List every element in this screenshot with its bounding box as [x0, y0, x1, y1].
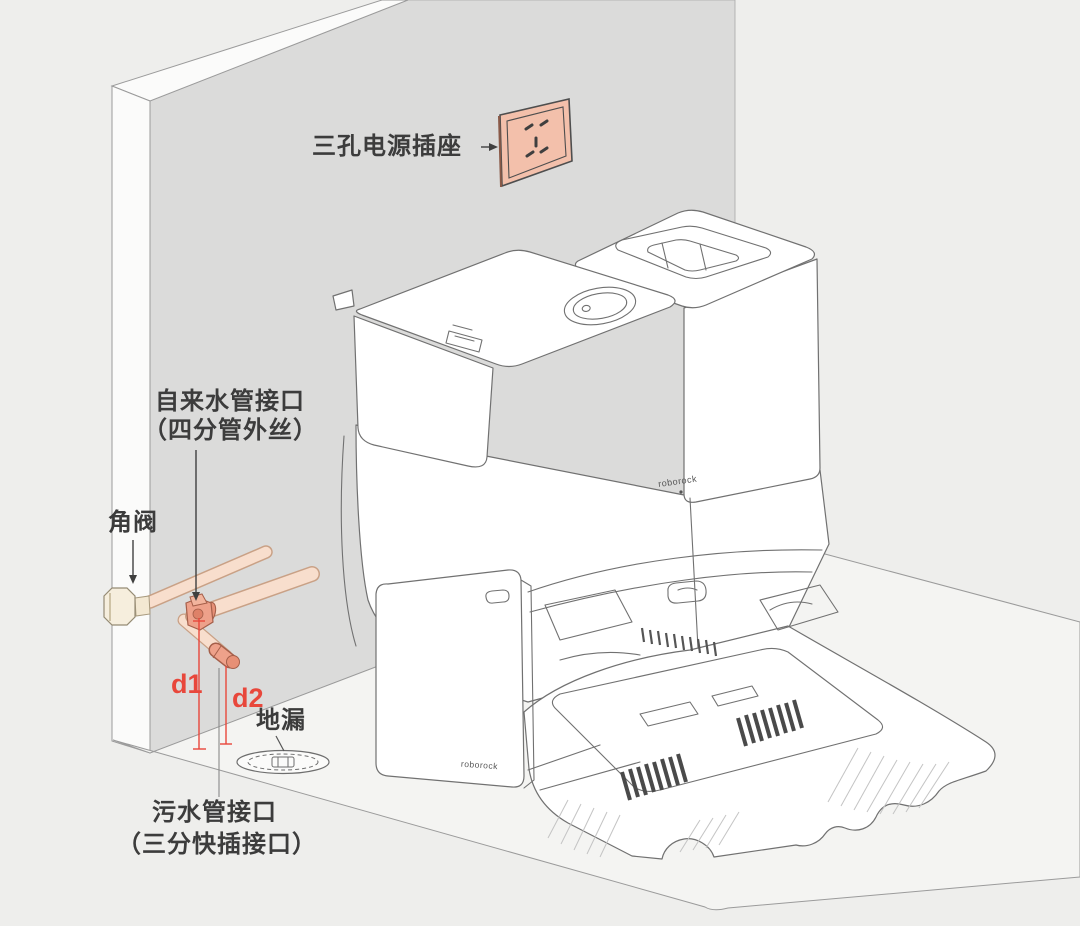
dock-illustration: roborock	[332, 209, 996, 860]
sewage-fitting	[208, 642, 240, 669]
socket-arrowhead-icon	[489, 143, 498, 151]
power-socket	[498, 98, 573, 188]
tread-strip-lower	[620, 753, 688, 801]
ramp-base-plate	[523, 625, 996, 860]
lid-top	[355, 249, 676, 368]
sewage-label-line2: （三分快插接口）	[117, 831, 317, 858]
d2-label: d2	[232, 683, 264, 713]
leader-lines	[129, 143, 498, 797]
ramp-tread-plate	[551, 647, 884, 793]
water-tank-face	[683, 258, 821, 503]
valve-stem	[134, 595, 151, 617]
ramp-hatch-right	[827, 747, 950, 815]
lid-vent	[445, 324, 483, 353]
drain-label: 地漏	[256, 707, 306, 734]
tank-handle-bar	[647, 239, 740, 272]
lid-left-tab	[332, 289, 355, 311]
d1-measure-line	[193, 618, 206, 750]
drain-grate	[247, 753, 319, 771]
tap-water-label-line2: （四分管外丝）	[143, 417, 318, 444]
lid-front-face	[353, 315, 494, 468]
clean-water-cap	[563, 286, 637, 326]
socket-side-edge	[498, 115, 502, 188]
valve-knob	[103, 587, 136, 626]
valve-arrowhead-icon	[129, 575, 137, 584]
drain-center	[271, 756, 295, 768]
d2-measure-line	[220, 666, 232, 745]
tap-water-label-line1: 自来水管接口	[155, 388, 305, 415]
body-button-dot	[679, 490, 683, 494]
brand-logo-panel: roborock	[461, 759, 499, 772]
d1-label: d1	[171, 669, 203, 699]
tap-water-arrowhead-icon	[192, 592, 200, 601]
water-pipes	[103, 545, 320, 669]
valve-label: 角阀	[108, 509, 158, 536]
socket-inner-frame	[506, 106, 567, 179]
drain-leader	[275, 735, 285, 752]
socket-holes-icon	[524, 119, 549, 158]
charging-contacts	[640, 627, 718, 657]
tap-water-fitting	[185, 593, 217, 631]
front-door-panel: roborock	[375, 569, 535, 789]
angle-valve	[103, 587, 151, 626]
sewage-label-line1: 污水管接口	[152, 799, 277, 826]
robot-underside-detail	[544, 580, 839, 661]
floor-drain	[236, 749, 330, 775]
tap-pipe	[144, 546, 272, 608]
socket-label: 三孔电源插座	[312, 133, 462, 160]
tank-handle-recess	[615, 225, 772, 280]
ramp-hatch-left	[547, 799, 740, 858]
tread-strip-upper	[736, 699, 804, 747]
